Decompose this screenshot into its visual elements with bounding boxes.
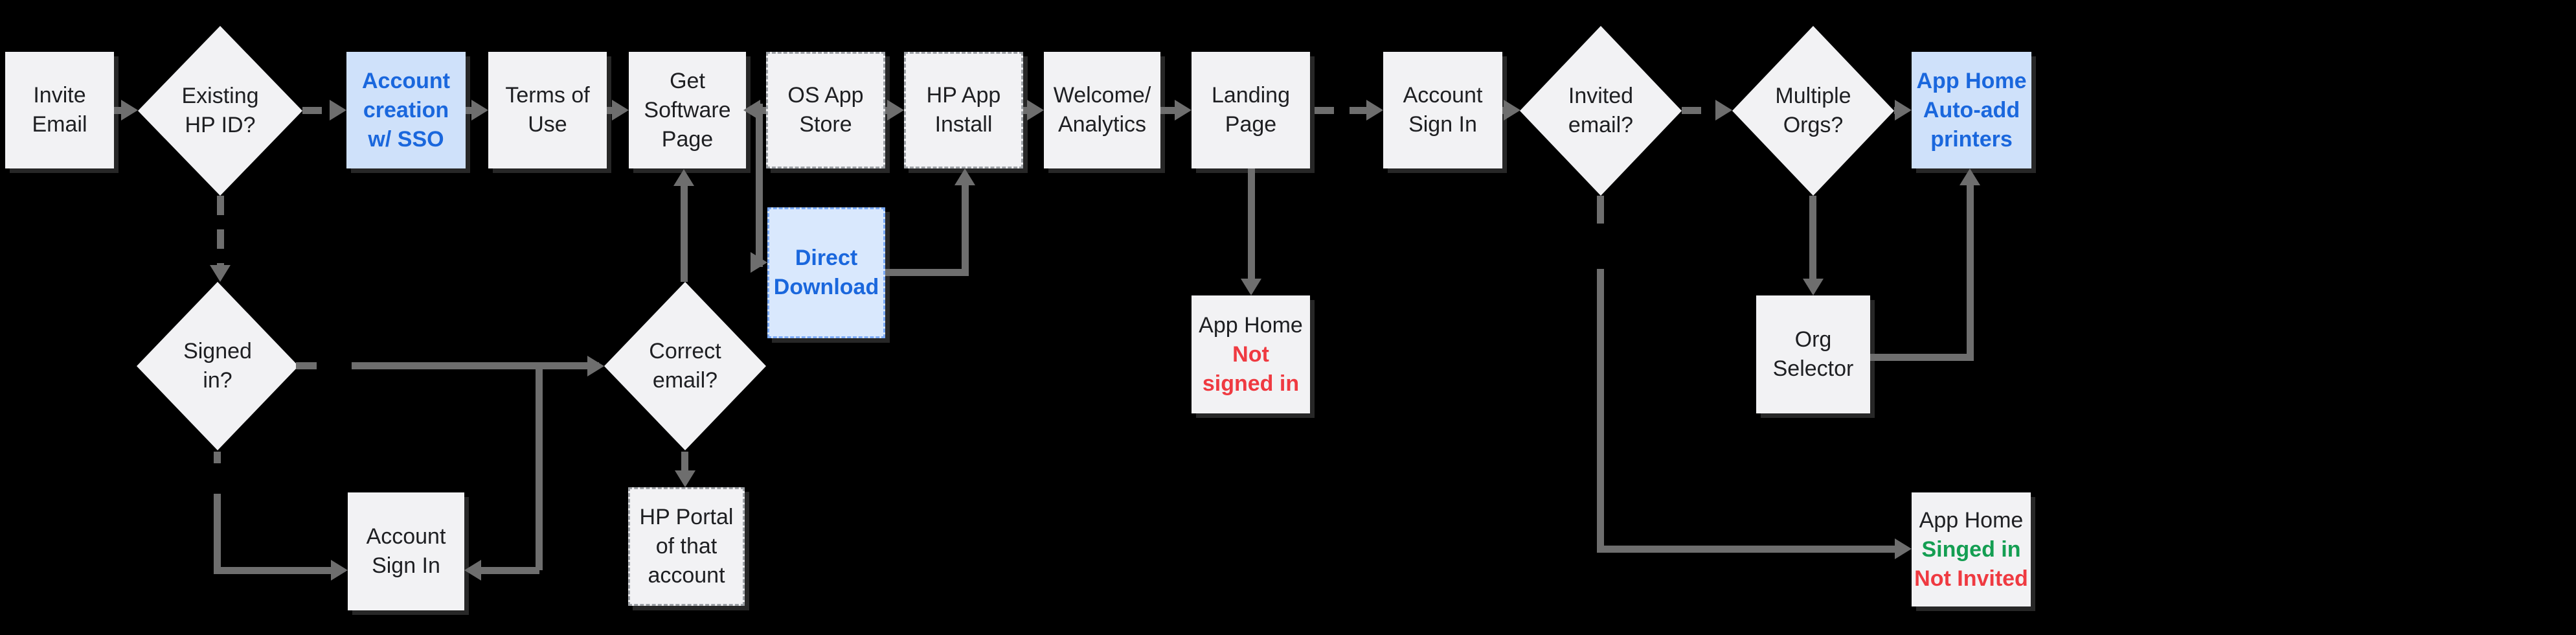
connector-invited-down-dash [1597, 196, 1604, 224]
arrowhead-up-icon [1960, 168, 1980, 185]
connector-drop-to-account-sign-in [536, 366, 543, 570]
node-app-home-auto-add-printers[interactable]: App Home Auto-add printers [1912, 52, 2031, 168]
connector-signed-in-stub [296, 362, 317, 369]
connector-multiple-orgs-to-org-selector [1809, 196, 1816, 279]
arrowhead-right-icon [1715, 100, 1732, 121]
node-os-app-store[interactable]: OS App Store [766, 52, 885, 168]
node-org-selector[interactable]: Org Selector [1756, 295, 1870, 413]
connector-correct-email-to-hp-portal [681, 452, 688, 471]
connector-direct-download-up [962, 183, 969, 273]
decision-multiple-orgs[interactable]: Multiple Orgs? [1732, 26, 1894, 196]
connector-welcome-to-landing [1160, 107, 1177, 114]
node-direct-download[interactable]: Direct Download [767, 207, 885, 338]
node-app-home-not-signed-in[interactable]: App Home Not signed in [1192, 295, 1310, 413]
arrowhead-right-icon [751, 252, 767, 273]
node-hp-app-install[interactable]: HP App Install [904, 52, 1023, 168]
node-welcome-analytics[interactable]: Welcome/ Analytics [1044, 52, 1160, 168]
arrowhead-right-icon [471, 100, 488, 121]
connector-landing-to-app-home [1248, 168, 1255, 279]
arrowhead-right-icon [887, 100, 904, 121]
connector-hp-install-to-welcome [1023, 107, 1028, 114]
connector-existing-to-account-creation [302, 107, 330, 114]
connector-signed-in-down [214, 494, 221, 574]
connector-invited-to-multiple-orgs [1682, 107, 1715, 114]
arrowhead-right-icon [121, 100, 138, 121]
connector-signed-in-to-correct-email [352, 362, 599, 369]
node-get-software-page[interactable]: Get Software Page [629, 52, 746, 168]
connector-correct-email-to-get-software [681, 186, 688, 282]
arrowhead-right-icon [1504, 100, 1520, 121]
decision-correct-email[interactable]: Correct email? [604, 282, 766, 450]
signed-in-label: signed in [1202, 371, 1300, 396]
node-account-sign-in-top[interactable]: Account Sign In [1383, 52, 1502, 168]
connector-to-account-sign-in-left [214, 567, 332, 574]
arrowhead-left-icon [464, 560, 481, 581]
connector-branch-to-direct-download [756, 104, 763, 267]
arrowhead-right-icon [1027, 100, 1044, 121]
decision-signed-in[interactable]: Signed in? [137, 282, 299, 450]
app-home-label: App Home [1919, 507, 2024, 533]
arrowhead-right-icon [1366, 100, 1383, 121]
arrowhead-down-icon [210, 265, 231, 282]
connector-org-selector-out [1870, 354, 1974, 361]
node-account-sign-in-bottom[interactable]: Account Sign In [348, 492, 464, 610]
arrowhead-right-icon [1895, 538, 1912, 559]
arrowhead-right-icon [612, 100, 629, 121]
connector-landing-to-account-sign-in [1315, 107, 1366, 114]
arrowhead-right-icon [1895, 100, 1912, 121]
connector-signed-in-down-dash [214, 452, 221, 463]
not-label: Not [1232, 341, 1269, 367]
node-account-creation-sso[interactable]: Account creation w/ SSO [346, 52, 466, 168]
app-home-label: App Home [1199, 312, 1303, 338]
arrowhead-down-icon [675, 470, 695, 487]
connector-invite-to-existing [114, 107, 123, 114]
node-hp-portal[interactable]: HP Portal of that account [628, 487, 745, 606]
arrowhead-up-icon [673, 169, 694, 186]
connector-account-creation-to-terms [466, 107, 473, 114]
connector-existing-to-signed-in [217, 196, 224, 267]
arrowhead-right-icon [1175, 100, 1192, 121]
connector-terms-to-get-software [607, 107, 613, 114]
node-invite-email[interactable]: Invite Email [5, 52, 114, 168]
not-invited-label: Not Invited [1914, 566, 2028, 591]
arrowhead-right-icon [331, 560, 348, 581]
arrowhead-up-icon [955, 168, 975, 185]
node-landing-page[interactable]: Landing Page [1192, 52, 1310, 168]
arrowhead-down-icon [1241, 279, 1261, 295]
connector-into-account-sign-in-right [480, 567, 539, 574]
node-terms-of-use[interactable]: Terms of Use [488, 52, 607, 168]
decision-existing-hp-id[interactable]: Existing HP ID? [138, 26, 302, 196]
connector-invited-down [1597, 269, 1604, 553]
arrowhead-right-icon [587, 356, 604, 376]
connector-to-app-home-signed-in [1597, 546, 1895, 553]
arrowhead-right-icon [330, 100, 346, 121]
connector-org-selector-up [1967, 184, 1974, 361]
arrowhead-down-icon [1803, 279, 1824, 295]
node-app-home-signed-in[interactable]: App Home Singed in Not Invited [1912, 492, 2031, 606]
decision-invited-email[interactable]: Invited email? [1520, 26, 1682, 196]
singed-in-label: Singed in [1921, 537, 2021, 562]
connector-direct-download-out [885, 269, 969, 276]
